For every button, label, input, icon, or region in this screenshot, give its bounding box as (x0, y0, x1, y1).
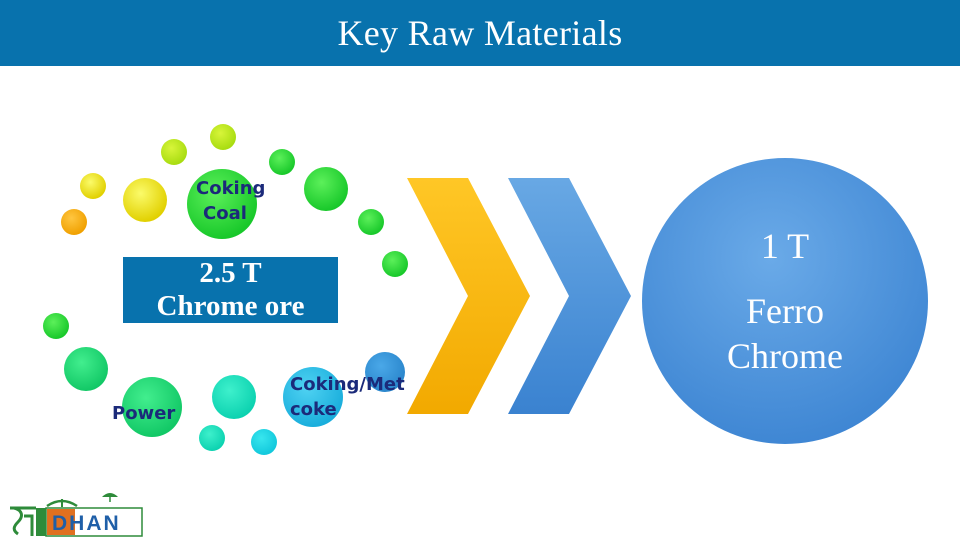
input-quantity: 2.5 T (199, 257, 262, 289)
output-quantity: 1 T (760, 226, 810, 266)
chevron-arrow-blue (508, 178, 631, 414)
input-box: 2.5 T Chrome ore (123, 257, 338, 323)
bubble (212, 375, 256, 419)
bubble (251, 429, 277, 455)
label-power: Power (112, 403, 176, 424)
logo-text: DHAN (52, 512, 121, 535)
bubble (365, 352, 405, 392)
label-coking-coal-line2: Coal (203, 203, 247, 224)
bubble (269, 149, 295, 175)
bubble-met-coke (283, 367, 343, 427)
label-coking-coal: Coking Coal (196, 176, 265, 226)
bubble (199, 425, 225, 451)
input-material: Chrome ore (156, 290, 305, 322)
bubble (210, 124, 236, 150)
bubble-coking-coal (187, 169, 257, 239)
bubble (64, 347, 108, 391)
output-product-line2: Chrome (727, 336, 843, 376)
bubble (161, 139, 187, 165)
bubble (80, 173, 106, 199)
output-product-line1: Ferro (746, 291, 824, 331)
bubble (382, 251, 408, 277)
title-bar: Key Raw Materials (0, 0, 960, 66)
slide-title: Key Raw Materials (337, 13, 623, 53)
label-met-coke-line2: coke (290, 399, 337, 420)
label-met-coke-line1: Coking/Met (290, 374, 405, 395)
bubble-power (122, 377, 182, 437)
label-met-coke: Coking/Met coke (290, 372, 405, 422)
label-coking-coal-line1: Coking (196, 178, 266, 199)
bubble (358, 209, 384, 235)
bubble (61, 209, 87, 235)
sadhan-logo: DHAN (10, 493, 143, 537)
chevron-arrow-gold (407, 178, 530, 414)
output-circle (642, 158, 928, 444)
bubble (123, 178, 167, 222)
bubble (43, 313, 69, 339)
bubble (304, 167, 348, 211)
